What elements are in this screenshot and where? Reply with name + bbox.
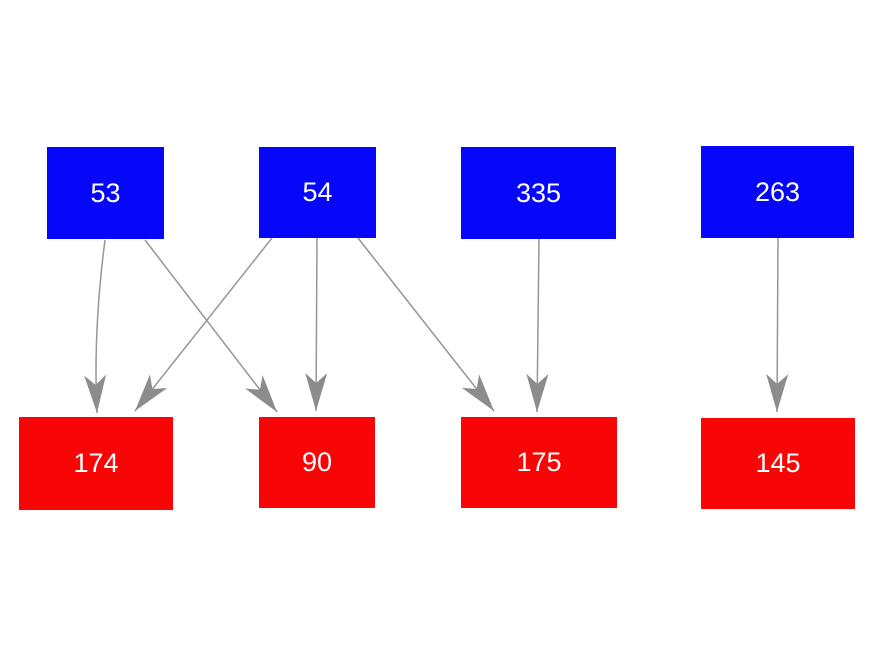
node-90: 90 bbox=[259, 417, 375, 508]
edge-54-174 bbox=[134, 237, 273, 412]
edge-54-175 bbox=[357, 237, 495, 412]
edge-263-145 bbox=[766, 237, 789, 413]
node-53: 53 bbox=[47, 147, 164, 239]
edge-54-90 bbox=[305, 237, 328, 412]
edge-53-174 bbox=[84, 239, 107, 414]
edge-335-175 bbox=[526, 238, 549, 413]
node-145: 145 bbox=[701, 418, 855, 509]
node-174: 174 bbox=[19, 417, 173, 510]
node-54: 54 bbox=[259, 147, 376, 238]
node-335: 335 bbox=[461, 147, 616, 239]
node-263: 263 bbox=[701, 146, 854, 238]
edge-53-90 bbox=[144, 239, 278, 413]
node-175: 175 bbox=[461, 417, 617, 508]
